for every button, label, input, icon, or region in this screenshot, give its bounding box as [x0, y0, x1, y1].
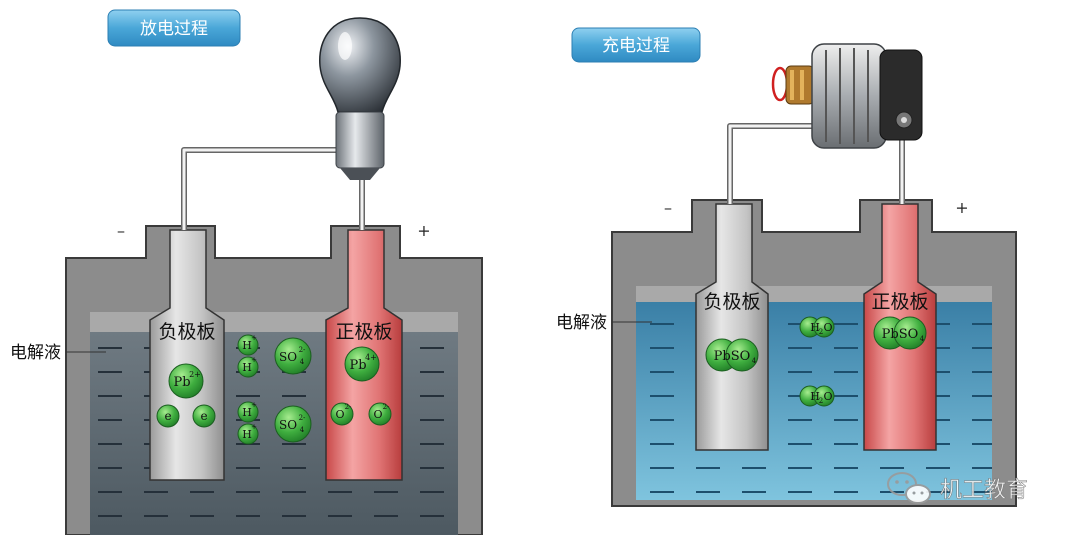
watermark: 机工教育 [887, 472, 1028, 504]
svg-text:O: O [335, 408, 344, 421]
svg-text:4: 4 [920, 335, 925, 343]
discharge-electrolyte-label: 电解液 [10, 343, 61, 363]
charge-title: 充电过程 [602, 36, 670, 56]
svg-text:O: O [373, 408, 382, 421]
ion-h2o-2: H 2 O [799, 385, 835, 407]
discharge-pos-sign: + [417, 221, 430, 240]
charge-neg-plate-label: 负极板 [703, 291, 760, 313]
ion-h-2: H + [237, 356, 259, 378]
discharge-ions: Pb 2+ e e H + H + H [156, 334, 392, 445]
watermark-text: 机工教育 [940, 478, 1028, 503]
charge-wire [727, 123, 818, 204]
discharge-panel: 放电过程 负极板 正极板 – + [10, 9, 483, 535]
charge-negative-plate: 负极板 [695, 203, 769, 451]
charge-panel: 充电过程 负极板 正极板 – + [556, 27, 1017, 507]
ion-h-4: H + [237, 423, 259, 445]
discharge-title-badge: 放电过程 [107, 9, 241, 47]
ion-pb2: Pb 2+ [168, 363, 204, 399]
svg-text:PbSO: PbSO [714, 349, 751, 364]
svg-text:Pb: Pb [173, 375, 190, 390]
svg-text:4: 4 [752, 357, 757, 365]
ion-h2o-1: H 2 O [799, 316, 835, 338]
charge-title-badge: 充电过程 [571, 27, 701, 63]
svg-text:PbSO: PbSO [882, 327, 919, 342]
ion-o2-2: O 2- [368, 402, 392, 426]
svg-text:+: + [251, 334, 257, 342]
svg-text:2-: 2- [383, 403, 390, 411]
svg-text:+: + [251, 423, 257, 431]
light-bulb-icon [319, 17, 401, 180]
ion-pb4: Pb 4+ [344, 346, 380, 382]
ion-h-3: H + [237, 401, 259, 423]
svg-text:4+: 4+ [365, 353, 377, 362]
svg-text:4: 4 [300, 358, 305, 366]
charge-pos-plate-label: 正极板 [871, 291, 928, 313]
svg-text:H: H [242, 339, 252, 352]
svg-text:O: O [823, 321, 832, 334]
discharge-neg-plate-label: 负极板 [158, 321, 215, 343]
svg-text:2+: 2+ [189, 370, 201, 379]
svg-text:2-: 2- [299, 414, 306, 422]
ion-e-1: e [156, 404, 180, 428]
svg-text:4: 4 [300, 426, 305, 434]
svg-text:2-: 2- [299, 346, 306, 354]
ion-so4-1: SO 2- 4 [274, 337, 312, 375]
charge-neg-sign: – [664, 198, 672, 217]
charge-electrolyte-label: 电解液 [556, 313, 607, 333]
svg-text:Pb: Pb [349, 358, 366, 373]
discharge-pos-plate-label: 正极板 [335, 321, 392, 343]
svg-text:H: H [810, 390, 820, 403]
alternator-icon [771, 43, 923, 149]
ion-pbso4-neg: PbSO 4 [705, 338, 759, 372]
svg-text:e: e [200, 409, 207, 423]
svg-text:+: + [251, 356, 257, 364]
ion-pbso4-pos: PbSO 4 [873, 316, 927, 350]
svg-text:H: H [242, 361, 252, 374]
wechat-icon [887, 472, 931, 504]
discharge-title: 放电过程 [140, 19, 208, 39]
ion-so4-2: SO 2- 4 [274, 405, 312, 443]
svg-text:2: 2 [819, 397, 823, 405]
ion-e-2: e [192, 404, 216, 428]
svg-text:e: e [164, 409, 171, 423]
svg-text:+: + [251, 401, 257, 409]
charge-pos-sign: + [955, 198, 968, 217]
discharge-neg-sign: – [117, 221, 125, 240]
discharge-wire [181, 147, 342, 230]
ion-h-1: H + [237, 334, 259, 356]
ion-o2-1: O 2- [330, 402, 354, 426]
svg-text:2-: 2- [345, 403, 352, 411]
svg-text:SO: SO [279, 350, 297, 364]
svg-text:O: O [823, 390, 832, 403]
charge-ions: PbSO 4 PbSO 4 H 2 O H 2 O [705, 316, 927, 407]
svg-text:H: H [242, 428, 252, 441]
svg-text:H: H [810, 321, 820, 334]
svg-text:SO: SO [279, 418, 297, 432]
svg-text:2: 2 [819, 328, 823, 336]
svg-text:H: H [242, 406, 252, 419]
